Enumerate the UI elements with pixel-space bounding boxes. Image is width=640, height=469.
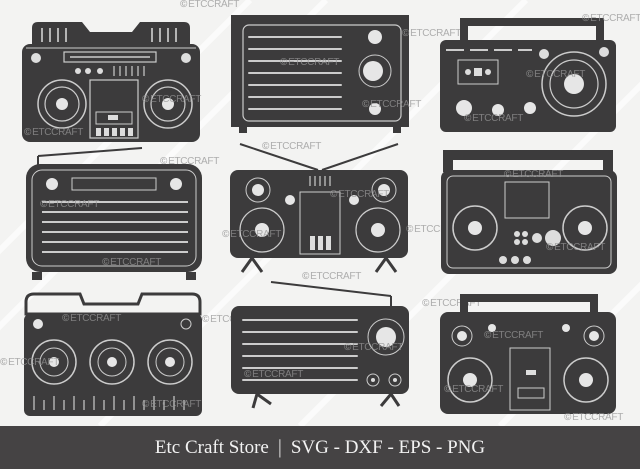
watermark: ETCCRAFT bbox=[222, 229, 281, 240]
boombox-handle-cassette bbox=[22, 14, 202, 144]
watermark: ETCCRAFT bbox=[484, 330, 543, 341]
watermark: ETCCRAFT bbox=[102, 257, 161, 268]
watermark: ETCCRAFT bbox=[0, 357, 59, 368]
watermark: ETCCRAFT bbox=[244, 369, 303, 380]
watermark: ETCCRAFT bbox=[344, 342, 403, 353]
watermark: ETCCRAFT bbox=[582, 13, 640, 24]
watermark: ETCCRAFT bbox=[62, 313, 121, 324]
watermark: ETCCRAFT bbox=[362, 99, 421, 110]
boombox-single-speaker bbox=[440, 14, 620, 134]
watermark: ETCCRAFT bbox=[142, 94, 201, 105]
watermark: ETCCRAFT bbox=[422, 298, 481, 309]
stereo-antenna-legs bbox=[230, 140, 410, 280]
watermark: ETCCRAFT bbox=[526, 69, 585, 80]
boombox-quad-speaker bbox=[440, 292, 620, 422]
watermark: ETCCRAFT bbox=[262, 141, 321, 152]
watermark: ETCCRAFT bbox=[444, 384, 503, 395]
watermark: ETCCRAFT bbox=[464, 113, 523, 124]
watermark: ETCCRAFT bbox=[504, 169, 563, 180]
watermark: ETCCRAFT bbox=[330, 189, 389, 200]
watermark: ETCCRAFT bbox=[160, 156, 219, 167]
file-formats: SVG - DXF - EPS - PNG bbox=[290, 436, 486, 458]
store-name: Etc Craft Store bbox=[154, 436, 269, 458]
watermark: ETCCRAFT bbox=[180, 0, 239, 10]
vintage-radio-dial bbox=[231, 15, 411, 135]
retro-radio-antenna bbox=[26, 147, 206, 282]
watermark: ETCCRAFT bbox=[302, 271, 361, 282]
product-canvas: ETCCRAFT ETCCRAFT ETCCRAFT ETCCRAFT ETCC… bbox=[0, 0, 640, 426]
watermark: ETCCRAFT bbox=[546, 242, 605, 253]
watermark: ETCCRAFT bbox=[142, 399, 201, 410]
watermark: ETCCRAFT bbox=[564, 412, 623, 423]
watermark: ETCCRAFT bbox=[280, 57, 339, 68]
watermark: ETCCRAFT bbox=[40, 199, 99, 210]
watermark: ETCCRAFT bbox=[402, 28, 461, 39]
separator: | bbox=[277, 436, 282, 458]
watermark: ETCCRAFT bbox=[24, 127, 83, 138]
footer-banner: Etc Craft Store | SVG - DXF - EPS - PNG bbox=[0, 426, 640, 469]
watermark: ETCCRAFT bbox=[406, 224, 465, 235]
